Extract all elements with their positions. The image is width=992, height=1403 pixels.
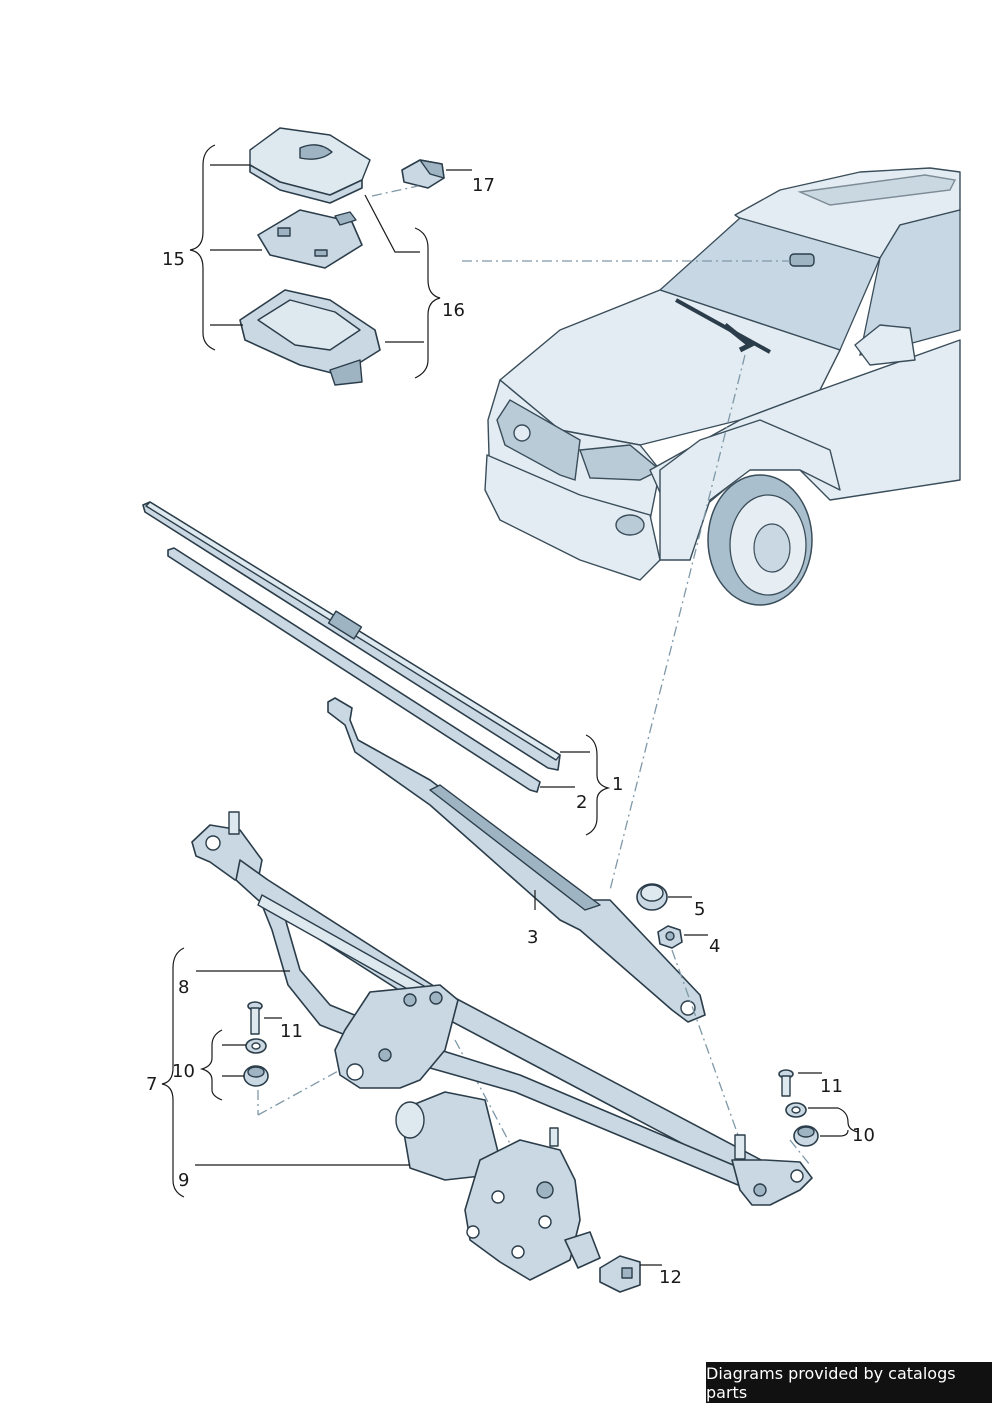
- motor-connector: [599, 1255, 641, 1293]
- label-9: 9: [178, 1170, 189, 1191]
- attribution-footer: Diagrams provided by catalogs parts: [706, 1362, 992, 1403]
- label-1: 1: [612, 774, 623, 795]
- rain-sensor-module: [257, 209, 363, 269]
- leader-lines: [161, 144, 859, 1266]
- rain-sensor-on-car: [789, 253, 815, 267]
- wiper-rubber-refill: [167, 547, 541, 793]
- label-16: 16: [442, 300, 465, 321]
- label-8: 8: [178, 977, 189, 998]
- grommet-right: [793, 1125, 819, 1147]
- footer-text: Diagrams provided by catalogs parts: [706, 1363, 956, 1402]
- wiper-blade: [142, 501, 561, 771]
- pickup-truck-illustration: [484, 167, 961, 606]
- washer-left: [245, 1038, 267, 1054]
- callout-labels: 15 16 17 1 2 3 5 4 7 8 9 10 11 11 10 12: [146, 175, 875, 1288]
- wiper-motor: [395, 1091, 601, 1281]
- bolt-left: [247, 1001, 263, 1035]
- rain-sensor-cover: [249, 127, 371, 204]
- rain-sensor-bracket: [239, 289, 381, 386]
- label-10-right: 10: [852, 1125, 875, 1146]
- label-11-left: 11: [280, 1021, 303, 1042]
- arm-nut: [657, 925, 683, 949]
- label-11-right: 11: [820, 1076, 843, 1097]
- washer-right: [785, 1102, 807, 1118]
- rain-sensor-connector: [401, 159, 445, 189]
- grommet-left: [243, 1065, 269, 1087]
- wiper-arm: [327, 697, 706, 1023]
- bolt-right: [778, 1069, 794, 1097]
- label-5: 5: [694, 899, 705, 920]
- label-2: 2: [576, 792, 587, 813]
- label-4: 4: [709, 936, 720, 957]
- label-7: 7: [146, 1074, 157, 1095]
- wiper-linkage-frame: [191, 811, 813, 1206]
- vw-logo-icon: [513, 424, 531, 442]
- label-10-left: 10: [172, 1061, 195, 1082]
- arm-cap: [636, 883, 668, 911]
- label-17: 17: [472, 175, 495, 196]
- label-12: 12: [659, 1267, 682, 1288]
- label-3: 3: [527, 927, 538, 948]
- label-15: 15: [162, 249, 185, 270]
